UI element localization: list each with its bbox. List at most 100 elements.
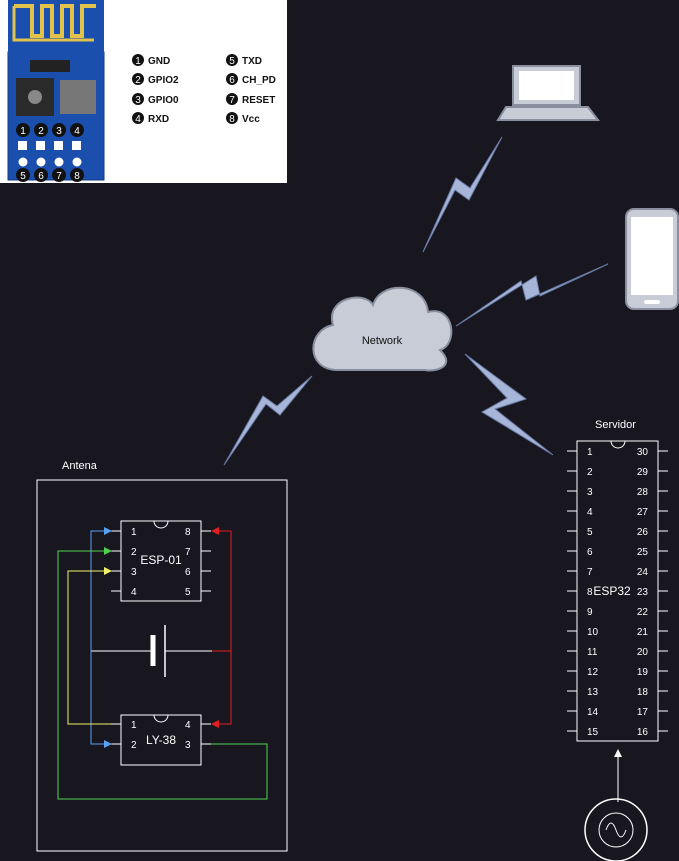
board-pin-1: 1	[16, 123, 30, 137]
legend-entry-6: 6 CH_PD	[226, 73, 276, 86]
esp32-pin-24: 24	[637, 567, 649, 578]
esp32-pin-6: 6	[587, 547, 593, 558]
legend-entry-8: 8 Vcc	[226, 112, 260, 125]
board-pin-6-label: 6	[38, 171, 44, 182]
ly38-pin-3: 3	[185, 740, 191, 751]
board-pin-5: 5	[16, 168, 30, 182]
wire-green	[57, 547, 268, 800]
antena-panel: Antena ESP-01 1 2 3 4 8 7	[36, 460, 288, 852]
network-cloud: Network	[312, 286, 453, 372]
board-pin-4-label: 4	[74, 126, 80, 137]
esp32-pins: 1234567891011121314153029282726252423222…	[567, 447, 668, 738]
esp32-pin-15: 15	[587, 727, 599, 738]
esp32-pin-10: 10	[587, 627, 599, 638]
esp32-pin-26: 26	[637, 527, 649, 538]
esp01-pin-5: 5	[185, 587, 191, 598]
legend-num-2: 2	[135, 75, 141, 86]
esp32-pin-1: 1	[587, 447, 593, 458]
legend-num-4: 4	[135, 114, 141, 125]
wire-yellow	[67, 567, 112, 725]
ly38-chip: LY-38 1 2 4 3	[111, 714, 211, 766]
legend-label-1: GND	[148, 56, 170, 67]
legend-num-7: 7	[229, 95, 235, 106]
legend-label-8: Vcc	[242, 114, 260, 125]
battery-symbol	[91, 625, 212, 677]
legend-entry-5: 5 TXD	[226, 54, 262, 67]
board-pad-squares	[18, 141, 82, 167]
esp32-pin-18: 18	[637, 687, 649, 698]
esp01-pin-3: 3	[131, 567, 137, 578]
legend-entry-4: 4 RXD	[132, 112, 169, 125]
wireless-link-antena	[223, 375, 313, 466]
esp01-right-pins: 8 7 6 5	[185, 527, 211, 598]
esp32-pin-29: 29	[637, 467, 649, 478]
esp01-reference-image: 1 2 3 4 5	[0, 0, 287, 183]
esp32-pin-9: 9	[587, 607, 593, 618]
legend-num-8: 8	[229, 114, 235, 125]
ac-source	[584, 749, 648, 861]
esp32-pin-16: 16	[637, 727, 649, 738]
esp32-pin-27: 27	[637, 507, 649, 518]
esp32-pin-7: 7	[587, 567, 593, 578]
smartphone-icon	[625, 208, 679, 310]
legend-entry-1: 1 GND	[132, 54, 170, 67]
ly38-pin-2: 2	[131, 740, 137, 751]
board-pin-8: 8	[70, 168, 84, 182]
ly38-pin-1: 1	[131, 720, 137, 731]
ly38-chip-name: LY-38	[146, 733, 176, 747]
esp32-pin-14: 14	[587, 707, 599, 718]
board-pin-8-label: 8	[74, 171, 80, 182]
board-pin-1-label: 1	[20, 126, 26, 137]
esp32-pin-3: 3	[587, 487, 593, 498]
esp32-pin-2: 2	[587, 467, 593, 478]
board-top-pin-markers: 1 2 3 4	[16, 123, 84, 137]
wireless-link-servidor	[464, 353, 554, 456]
esp32-pin-17: 17	[637, 707, 649, 718]
legend-num-3: 3	[135, 95, 141, 106]
laptop-icon	[496, 65, 601, 121]
board-pin-7-label: 7	[56, 171, 62, 182]
legend-entry-7: 7 RESET	[226, 93, 275, 106]
board-pin-3-label: 3	[56, 126, 62, 137]
wire-blue	[90, 527, 112, 748]
wireless-link-phone	[455, 263, 609, 327]
board-bottom-pin-markers: 5 6 7 8	[16, 168, 84, 182]
network-label: Network	[362, 335, 403, 347]
esp32-pin-5: 5	[587, 527, 593, 538]
esp32-pin-12: 12	[587, 667, 599, 678]
esp32-pin-21: 21	[637, 627, 649, 638]
esp32-pin-20: 20	[637, 647, 649, 658]
servidor-panel: Servidor ESP32 1234567891011121314153029…	[567, 419, 668, 742]
esp01-pin-2: 2	[131, 547, 137, 558]
esp32-pin-22: 22	[637, 607, 649, 618]
esp01-pin-8: 8	[185, 527, 191, 538]
antena-title: Antena	[62, 460, 98, 472]
wire-red	[211, 527, 232, 728]
legend-entry-2: 2 GPIO2	[132, 73, 179, 86]
sine-wave-icon	[605, 822, 627, 838]
esp32-pin-28: 28	[637, 487, 649, 498]
wireless-link-laptop	[422, 136, 503, 253]
esp32-pin-30: 30	[637, 447, 649, 458]
board-pin-5-label: 5	[20, 171, 26, 182]
board-pin-7: 7	[52, 168, 66, 182]
esp32-pin-11: 11	[587, 647, 598, 658]
legend-entry-3: 3 GPIO0	[132, 93, 179, 106]
board-pin-2-label: 2	[38, 126, 44, 137]
legend-label-4: RXD	[148, 114, 169, 125]
esp01-pin-6: 6	[185, 567, 191, 578]
esp01-left-pins: 1 2 3 4	[111, 527, 137, 598]
esp01-chip-name: ESP-01	[140, 553, 182, 567]
esp32-pin-13: 13	[587, 687, 599, 698]
esp01-pin-1: 1	[131, 527, 137, 538]
pin-legend: 1 GND 2 GPIO2 3 GPIO0 4 RXD 5 TXD	[132, 54, 276, 125]
board-pin-4: 4	[70, 123, 84, 137]
esp32-pin-8: 8	[587, 587, 593, 598]
esp01-pin-7: 7	[185, 547, 191, 558]
legend-num-5: 5	[229, 56, 235, 67]
board-pin-2: 2	[34, 123, 48, 137]
board-pin-3: 3	[52, 123, 66, 137]
esp01-board-illustration	[7, 0, 105, 181]
esp32-pin-19: 19	[637, 667, 649, 678]
